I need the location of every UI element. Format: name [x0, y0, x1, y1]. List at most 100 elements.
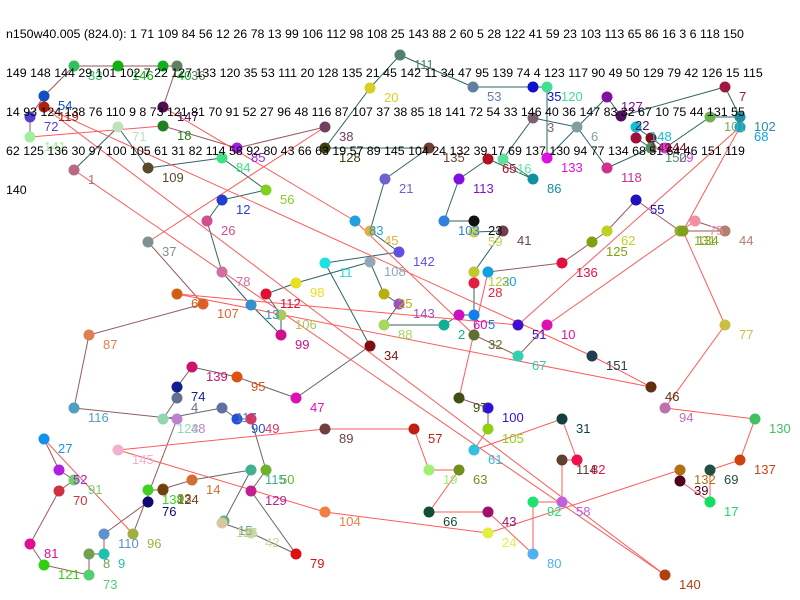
node-label-64: 64	[191, 296, 205, 311]
node-label-102: 102	[754, 119, 776, 134]
node-label-53: 53	[487, 89, 501, 104]
tour-edge-104-24	[324, 511, 489, 534]
node-120	[541, 81, 553, 93]
node-148	[630, 121, 642, 133]
node-9	[98, 548, 110, 560]
tour-edge-11-34	[324, 262, 371, 347]
node-147	[157, 101, 169, 113]
node-6	[571, 121, 583, 133]
node-label-43: 43	[502, 514, 516, 529]
node-label-143: 143	[413, 306, 435, 321]
tour-edge-129-79	[250, 490, 297, 555]
node-label-14: 14	[206, 482, 220, 497]
tour-edge-79-42	[250, 532, 297, 555]
tour-edge-46-151	[591, 355, 652, 388]
node-67	[512, 350, 524, 362]
node-151	[586, 350, 598, 362]
node-97	[453, 392, 465, 404]
node-48	[171, 413, 183, 425]
tour-edge-134-68	[682, 126, 741, 232]
node-label-145: 145	[132, 452, 154, 467]
node-label-17: 17	[724, 504, 738, 519]
node-2	[438, 319, 450, 331]
node-label-51: 51	[532, 327, 546, 342]
tour-edge-118-150	[606, 147, 652, 169]
node-92	[527, 496, 539, 508]
node-label-74: 74	[191, 389, 205, 404]
node-label-115: 115	[265, 472, 286, 487]
node-12	[216, 194, 228, 206]
node-130	[749, 413, 761, 425]
node-89	[319, 423, 331, 435]
node-label-66: 66	[443, 514, 457, 529]
node-135	[423, 142, 435, 154]
tour-edge-16-3	[502, 117, 534, 160]
node-84	[216, 152, 228, 164]
node-86	[527, 173, 539, 185]
header-line-3: 14 93 124 138 76 110 9 8 73 121 81 70 91…	[6, 105, 745, 119]
node-127	[601, 91, 613, 103]
node-label-34: 34	[384, 348, 398, 363]
node-11	[319, 257, 331, 269]
node-label-56: 56	[280, 192, 294, 207]
node-87	[83, 329, 95, 341]
node-label-26: 26	[221, 223, 235, 238]
node-80	[527, 548, 539, 560]
node-13	[245, 299, 257, 311]
node-18	[157, 120, 169, 132]
node-label-16: 16	[517, 161, 531, 176]
node-141	[24, 131, 36, 143]
node-label-52: 52	[73, 472, 87, 487]
node-107	[197, 298, 209, 310]
node-70	[53, 485, 65, 497]
node-142	[393, 246, 405, 258]
node-label-140: 140	[679, 577, 701, 592]
node-label-101: 101	[724, 119, 746, 134]
tour-edge-102-7	[724, 86, 741, 118]
node-label-73: 73	[103, 577, 117, 592]
node-label-39: 39	[694, 483, 708, 498]
node-116	[68, 402, 80, 414]
node-125	[586, 236, 598, 248]
node-label-86: 86	[547, 181, 561, 196]
tour-edge-6-118	[576, 126, 608, 169]
node-132	[674, 464, 686, 476]
tour-edge-78-13	[221, 271, 252, 306]
tour-edge-18-141	[29, 125, 164, 138]
node-85	[231, 142, 243, 154]
node-label-54: 54	[58, 98, 72, 113]
node-label-76: 76	[162, 504, 176, 519]
node-label-62: 62	[621, 233, 635, 248]
tour-edge-115-14	[191, 469, 252, 481]
node-label-124: 124	[177, 492, 199, 507]
node-72	[24, 111, 36, 123]
node-106	[275, 309, 287, 321]
tour-edge-98-108	[295, 261, 371, 284]
node-label-134: 134	[697, 233, 719, 248]
node-143	[393, 298, 405, 310]
node-129	[245, 485, 257, 497]
node-139	[186, 361, 198, 373]
node-label-149: 149	[650, 140, 672, 155]
node-82	[571, 454, 583, 466]
tour-edge-53-111	[399, 54, 474, 88]
node-label-1: 1	[88, 172, 95, 187]
node-62	[601, 225, 613, 237]
node-121	[38, 559, 50, 571]
node-17	[704, 496, 716, 508]
node-label-37: 37	[162, 244, 176, 259]
tour-edge-135-21	[384, 147, 430, 180]
node-label-81: 81	[44, 546, 58, 561]
tour-edge-52-27	[43, 438, 60, 471]
node-150	[645, 142, 657, 154]
tour-nodes	[24, 49, 761, 581]
node-label-98: 98	[310, 285, 324, 300]
node-label-46: 46	[665, 389, 679, 404]
node-label-21: 21	[399, 181, 413, 196]
tour-edge-29-101	[664, 116, 711, 149]
node-label-122: 122	[488, 274, 510, 289]
node-label-2: 2	[458, 327, 465, 342]
node-73	[83, 569, 95, 581]
node-14	[186, 474, 198, 486]
